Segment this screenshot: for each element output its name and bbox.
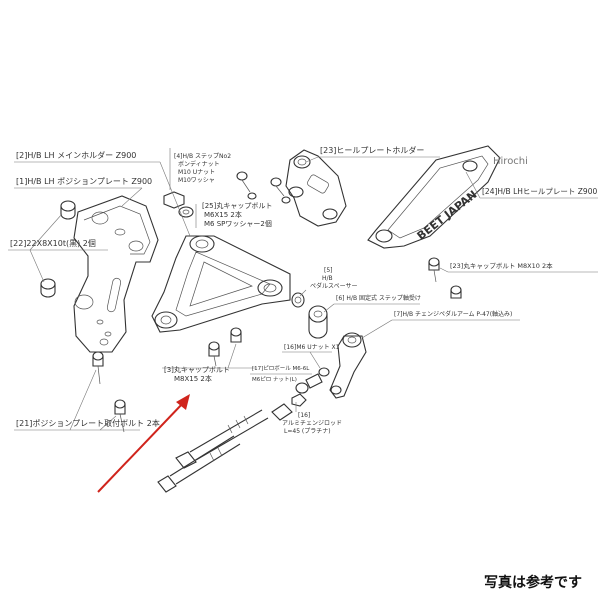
label-pillow-ball-2: M6ピロ ナット(L)	[252, 376, 297, 383]
label-cap-bolt-23: [23]丸キャップボルト M8X10 2本	[450, 261, 553, 270]
heel-plate-holder	[285, 149, 347, 227]
main-holder	[151, 235, 291, 333]
position-plate	[73, 195, 159, 353]
label-position-bolts: [21]ポジションプレート取付ボルト 2本	[16, 418, 160, 428]
label-cap-bolt-25-3: M6 SPワッシャー2個	[204, 219, 272, 228]
nut-16	[291, 393, 307, 407]
red-pointer-arrow	[97, 394, 190, 493]
bolts-21	[92, 351, 126, 433]
label-cap-bolt-25-2: M6X15 2本	[204, 210, 242, 219]
label-position-plate: [1]H/B LH ポジションプレート Z900	[16, 177, 152, 186]
label-cap-bolt-3-2: M8X15 2本	[174, 374, 212, 383]
pillow-ball-17	[295, 367, 330, 394]
label-main-holder: [2]H/B LH メインホルダー Z900	[16, 150, 136, 160]
label-step-nut-3: M10 Uナット	[178, 169, 215, 176]
step-bearing-6	[308, 305, 328, 339]
pedal-spacer-5	[291, 292, 305, 308]
label-spacer-5-3: ペダルスペーサー	[310, 282, 357, 290]
label-step-nut-2: ボンディナット	[178, 160, 220, 168]
bolts-25	[236, 171, 291, 204]
label-rod-16-1: [16]	[298, 412, 310, 419]
label-pedal-arm-7: [7]H/B チェンジペダルアーム P-47(軸込み)	[394, 310, 512, 318]
footer-note: 写真は参考です	[484, 575, 582, 591]
bolts-3	[208, 327, 242, 367]
watermark-text: Hirochi	[493, 156, 528, 167]
label-bearing-6: [6] H/B 固定式 ステップ軸受け	[336, 294, 421, 302]
change-pedal-arm-7	[329, 332, 367, 399]
heel-plate-brand: BEET JAPAN	[415, 188, 480, 243]
label-nut-16: [16]M6 Uナット X1	[284, 344, 340, 351]
callout-labels: [2]H/B LH メインホルダー Z900 [1]H/B LH ポジションプレ…	[8, 145, 598, 435]
change-rod-16	[157, 403, 293, 493]
label-spacer-5-1: [5]	[324, 267, 333, 274]
label-heel-holder: [23]ヒールプレートホルダー	[320, 145, 424, 155]
bolts-23	[428, 257, 462, 299]
label-cap-bolt-3-1: [3]丸キャップボルト	[164, 365, 230, 374]
label-spacer-5-2: H/B	[322, 275, 333, 282]
label-step-nut-1: [4]H/B ステップNo2	[174, 153, 231, 160]
label-heel-plate: [24]H/B LHヒールプレート Z900	[482, 187, 597, 196]
label-step-nut-4: M10ワッシャ	[178, 177, 215, 184]
label-cap-bolt-25-1: [25]丸キャップボルト	[202, 201, 272, 210]
label-spacer: [22]22X8X10t(黒) 2個	[10, 238, 96, 248]
heel-plate: BEET JAPAN	[367, 145, 501, 249]
label-pillow-ball-1: [17]ピロボール M6-6L	[252, 364, 310, 372]
label-rod-16-2: アルミチェンジロッド	[282, 420, 342, 427]
label-rod-16-3: L=45 (プラチナ)	[284, 428, 331, 435]
nut-washer-4	[163, 191, 194, 218]
spacer-washers	[40, 200, 76, 298]
